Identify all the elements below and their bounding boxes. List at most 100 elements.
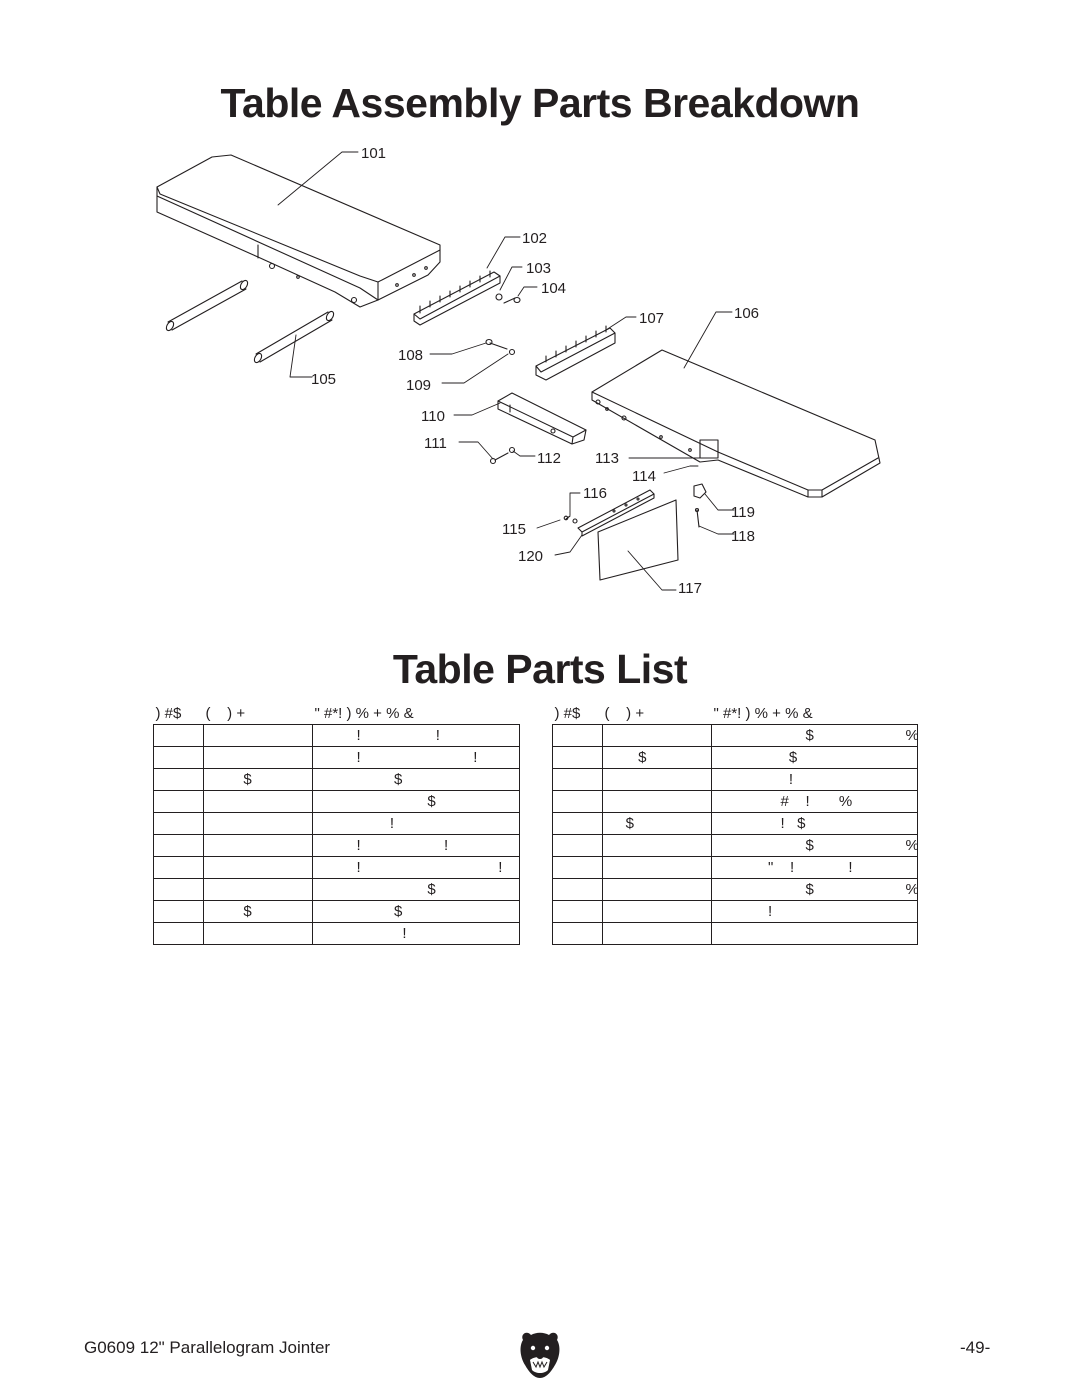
callout-116: 116 [583,485,607,502]
outfeed-table-drawing [591,349,881,498]
table-row: $ % [552,834,918,857]
callout-112: 112 [537,450,561,467]
table-row: $ % [153,790,520,813]
cell-ref [153,812,204,835]
table-row: ! ! [153,834,520,857]
table-row: $ ! $ [552,812,918,835]
callout-105: 105 [311,371,336,388]
callout-106: 106 [734,305,759,322]
cell-ref [153,790,204,813]
header-partno: ( ) + [604,704,645,722]
page-title-breakdown: Table Assembly Parts Breakdown [220,80,860,126]
table-body: $ % $ $ ! # ! % $ ! $ $ % " ! ! [552,724,918,945]
cell-ref [552,878,603,901]
cell-partno [203,834,313,857]
cell-ref [552,790,603,813]
page-title-list: Table Parts List [392,646,688,692]
cell-description: $ % [312,790,520,813]
infeed-strip-drawing [413,270,521,326]
cell-ref [552,724,603,747]
cell-description: $ [312,768,520,791]
table-header: ) #$ ( ) + " #*! ) % + % & [553,702,918,725]
cell-partno [203,724,313,747]
table-row: ! ! [153,724,520,747]
parts-table-left: ) #$ ( ) + " #*! ) % + % & ! ! ! ! $ $ $… [153,702,520,945]
cell-partno [602,878,712,901]
cell-description [711,922,918,945]
table-row: $ $ [552,746,918,769]
cell-partno [602,922,712,945]
cell-description: ! ! [312,834,520,857]
cell-ref [153,856,204,879]
cell-ref [153,834,204,857]
callout-110: 110 [421,408,445,425]
cell-partno: $ [602,746,712,769]
callout-111: 111 [424,435,447,452]
cell-description: ! [312,922,520,945]
callout-113: 113 [595,450,619,467]
cell-ref [153,746,204,769]
cell-description: $ [711,746,918,769]
cell-description: ! [312,812,520,835]
header-partno: ( ) + [205,704,246,722]
table-row: ! ! [153,856,520,879]
cell-ref [552,856,603,879]
cell-description: ! [711,900,918,923]
guard-block-drawing [489,392,587,465]
page-number: -49- [960,1338,991,1357]
table-row: $ % [552,878,918,901]
cell-partno [602,790,712,813]
cell-partno: $ [203,768,313,791]
cell-partno [203,922,313,945]
bear-logo [520,1332,560,1378]
callout-120: 120 [518,548,543,565]
callout-114: 114 [632,468,656,485]
cell-ref [552,922,603,945]
table-header: ) #$ ( ) + " #*! ) % + % & [154,702,520,725]
table-row: $ $ [153,768,520,791]
table-row: $ % [153,878,520,901]
callout-101: 101 [361,145,386,162]
callout-108: 108 [398,347,423,364]
cell-partno [602,834,712,857]
header-ref: ) #$ [155,704,182,722]
cell-ref [153,878,204,901]
cell-partno [203,856,313,879]
cell-description: ! ! [312,856,520,879]
cell-partno [203,812,313,835]
table-body: ! ! ! ! $ $ $ % ! ! ! ! [153,724,520,945]
cell-ref [552,768,603,791]
cell-partno [602,768,712,791]
cell-description: ! [711,768,918,791]
cell-description: ! $ [711,812,918,835]
callout-115: 115 [502,521,526,538]
table-row: ! [153,812,520,835]
callout-117: 117 [678,580,702,597]
cell-description: $ % [711,878,918,901]
cell-description: ! ! [312,746,520,769]
cell-ref [153,724,204,747]
table-row: ! ! [153,746,520,769]
header-description: " #*! ) % + % & [713,704,813,722]
callout-107: 107 [639,310,664,327]
cell-description: $ % [711,834,918,857]
table-row: $ % [552,724,918,747]
cell-partno [602,900,712,923]
outfeed-strip-drawing [485,325,616,381]
cell-description: # ! % [711,790,918,813]
cell-description: $ [312,900,520,923]
cell-description: ! ! [312,724,520,747]
callout-102: 102 [522,230,547,247]
cell-description: " ! ! [711,856,918,879]
header-description: " #*! ) % + % & [314,704,414,722]
table-row: ! [552,900,918,923]
support-rods-drawing [165,279,335,364]
cell-partno: $ [203,900,313,923]
cell-partno [203,746,313,769]
callout-leaders [277,151,735,591]
table-row: ! [552,768,918,791]
cell-ref [153,922,204,945]
cell-partno [203,790,313,813]
cell-ref [552,900,603,923]
table-row: " ! ! [552,856,918,879]
